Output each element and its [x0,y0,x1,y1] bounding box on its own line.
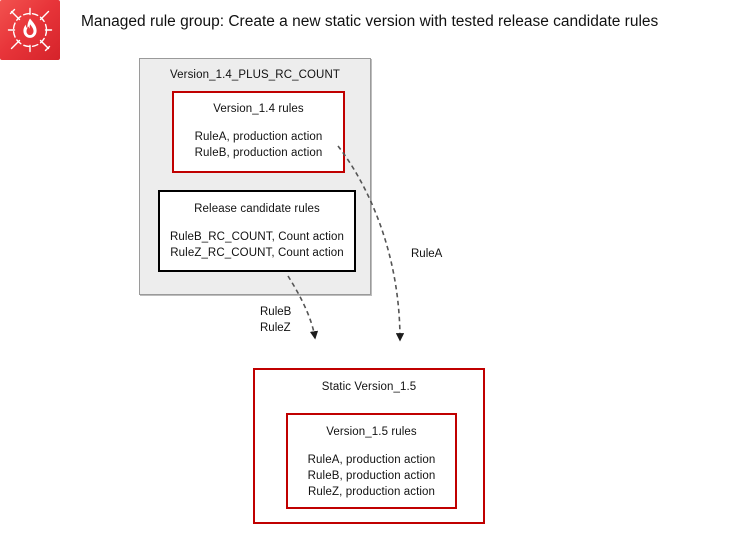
rule-line: RuleB_RC_COUNT, Count action [169,231,345,243]
rule-line: RuleZ, production action [307,486,436,498]
node-title: Version_1.4_PLUS_RC_COUNT [170,69,340,81]
aws-waf-icon [0,0,60,60]
rule-line: RuleZ_RC_COUNT, Count action [170,247,344,259]
edge-label-line: RuleZ [260,322,291,334]
rule-line: RuleB, production action [307,470,436,482]
node-title: Release candidate rules [194,203,320,215]
node-version-1-4-rules: Version_1.4 rules RuleA, production acti… [172,91,345,173]
rule-line: RuleA, production action [307,454,436,466]
node-rule-list: RuleB_RC_COUNT, Count action RuleZ_RC_CO… [160,229,354,261]
node-rule-list: RuleA, production action RuleB, producti… [288,452,455,500]
edge-label-rulea: RuleA [411,248,443,260]
node-title: Version_1.5 rules [326,426,417,438]
rule-line: RuleA, production action [194,131,323,143]
node-rule-list: RuleA, production action RuleB, producti… [174,129,343,161]
page-title: Managed rule group: Create a new static … [81,13,659,30]
edge-label-rulebz: RuleB RuleZ [260,304,291,336]
edge-label-line: RuleB [260,306,292,318]
node-title: Version_1.4 rules [213,103,304,115]
waf-flame-crosshair-glyph [7,7,53,53]
node-version-1-5-rules: Version_1.5 rules RuleA, production acti… [286,413,457,509]
rule-line: RuleB, production action [194,147,323,159]
flame-inner-shape [26,24,34,36]
node-title: Static Version_1.5 [321,381,417,393]
node-release-candidate-rules: Release candidate rules RuleB_RC_COUNT, … [158,190,356,272]
